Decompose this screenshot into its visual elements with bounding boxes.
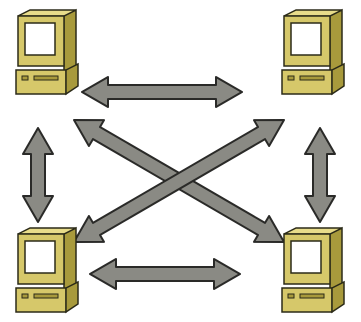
- screen: [25, 23, 55, 55]
- computer-top-right-desktop-computer-icon: [282, 10, 344, 94]
- double-arrow-top-right-to-bottom-right: [305, 128, 335, 222]
- screen: [291, 241, 321, 273]
- double-arrow-top-left-to-bottom-left: [23, 128, 53, 222]
- double-arrow-top-left-to-top-right: [82, 77, 242, 107]
- screen: [291, 23, 321, 55]
- computer-top-left-desktop-computer-icon: [16, 10, 78, 94]
- computer-bottom-left-desktop-computer-icon: [16, 228, 78, 312]
- screen: [25, 241, 55, 273]
- computer-bottom-right-desktop-computer-icon: [282, 228, 344, 312]
- double-arrow-bottom-left-to-bottom-right: [90, 259, 240, 289]
